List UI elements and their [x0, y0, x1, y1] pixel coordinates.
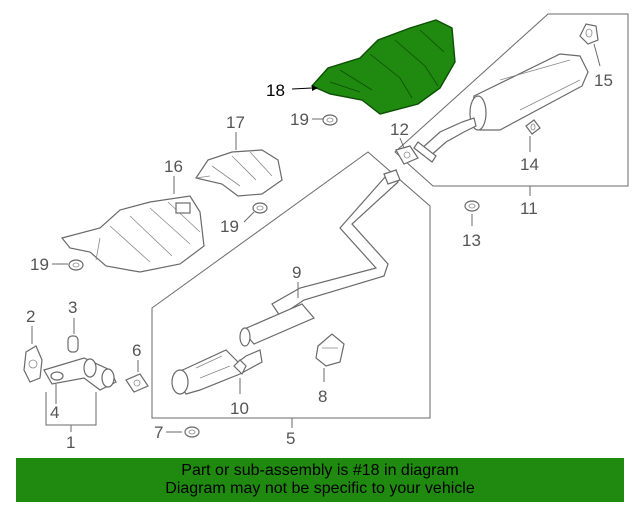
callout-8: 8 — [318, 387, 327, 406]
callout-2: 2 — [26, 307, 35, 326]
hanger-14 — [525, 119, 541, 135]
center-pipe-9 — [171, 169, 401, 395]
callout-13: 13 — [462, 231, 481, 250]
nut-13 — [464, 200, 480, 212]
muffler-11 — [413, 53, 589, 163]
callout-19-c: 19 — [30, 255, 49, 274]
callout-10: 10 — [230, 399, 249, 418]
callout-18: 18 — [266, 81, 285, 100]
callout-4: 4 — [50, 403, 59, 422]
gasket-6 — [125, 373, 149, 393]
callout-12: 12 — [390, 120, 409, 139]
ring-3 — [67, 335, 79, 353]
nut-19-c — [68, 259, 84, 271]
gasket-12 — [395, 145, 419, 165]
callout-17: 17 — [226, 113, 245, 132]
hanger-15 — [579, 23, 599, 45]
heat-shield-16 — [60, 195, 205, 273]
center-pipe-group-outline — [151, 151, 431, 419]
callout-5: 5 — [286, 429, 295, 448]
gasket-2 — [23, 345, 43, 383]
callout-15: 15 — [594, 71, 613, 90]
nut-7 — [184, 426, 200, 438]
footer-banner: Part or sub-assembly is #18 in diagram D… — [16, 458, 624, 502]
footer-line-2: Diagram may not be specific to your vehi… — [165, 480, 475, 497]
nut-4 — [50, 371, 64, 381]
nut-19-a — [322, 114, 338, 126]
hanger-10 — [233, 359, 247, 376]
callout-11: 11 — [520, 199, 538, 218]
clamp-8 — [315, 333, 345, 367]
callout-19-b: 19 — [220, 217, 239, 236]
callout-6: 6 — [132, 341, 141, 360]
muffler-group-outline — [394, 13, 629, 187]
callout-19-a: 19 — [290, 110, 309, 129]
callout-14: 14 — [520, 155, 539, 174]
front-pipe-1 — [43, 357, 117, 391]
callout-16: 16 — [164, 157, 183, 176]
callout-3: 3 — [68, 298, 77, 317]
callout-1: 1 — [66, 433, 75, 452]
leader-lines — [31, 43, 601, 433]
nut-19-b — [252, 202, 268, 214]
callout-7: 7 — [154, 423, 163, 442]
callout-9: 9 — [292, 263, 301, 282]
heat-shield-17 — [195, 149, 283, 197]
footer-line-1: Part or sub-assembly is #18 in diagram — [181, 462, 459, 479]
heat-protector-18[interactable] — [310, 19, 456, 115]
